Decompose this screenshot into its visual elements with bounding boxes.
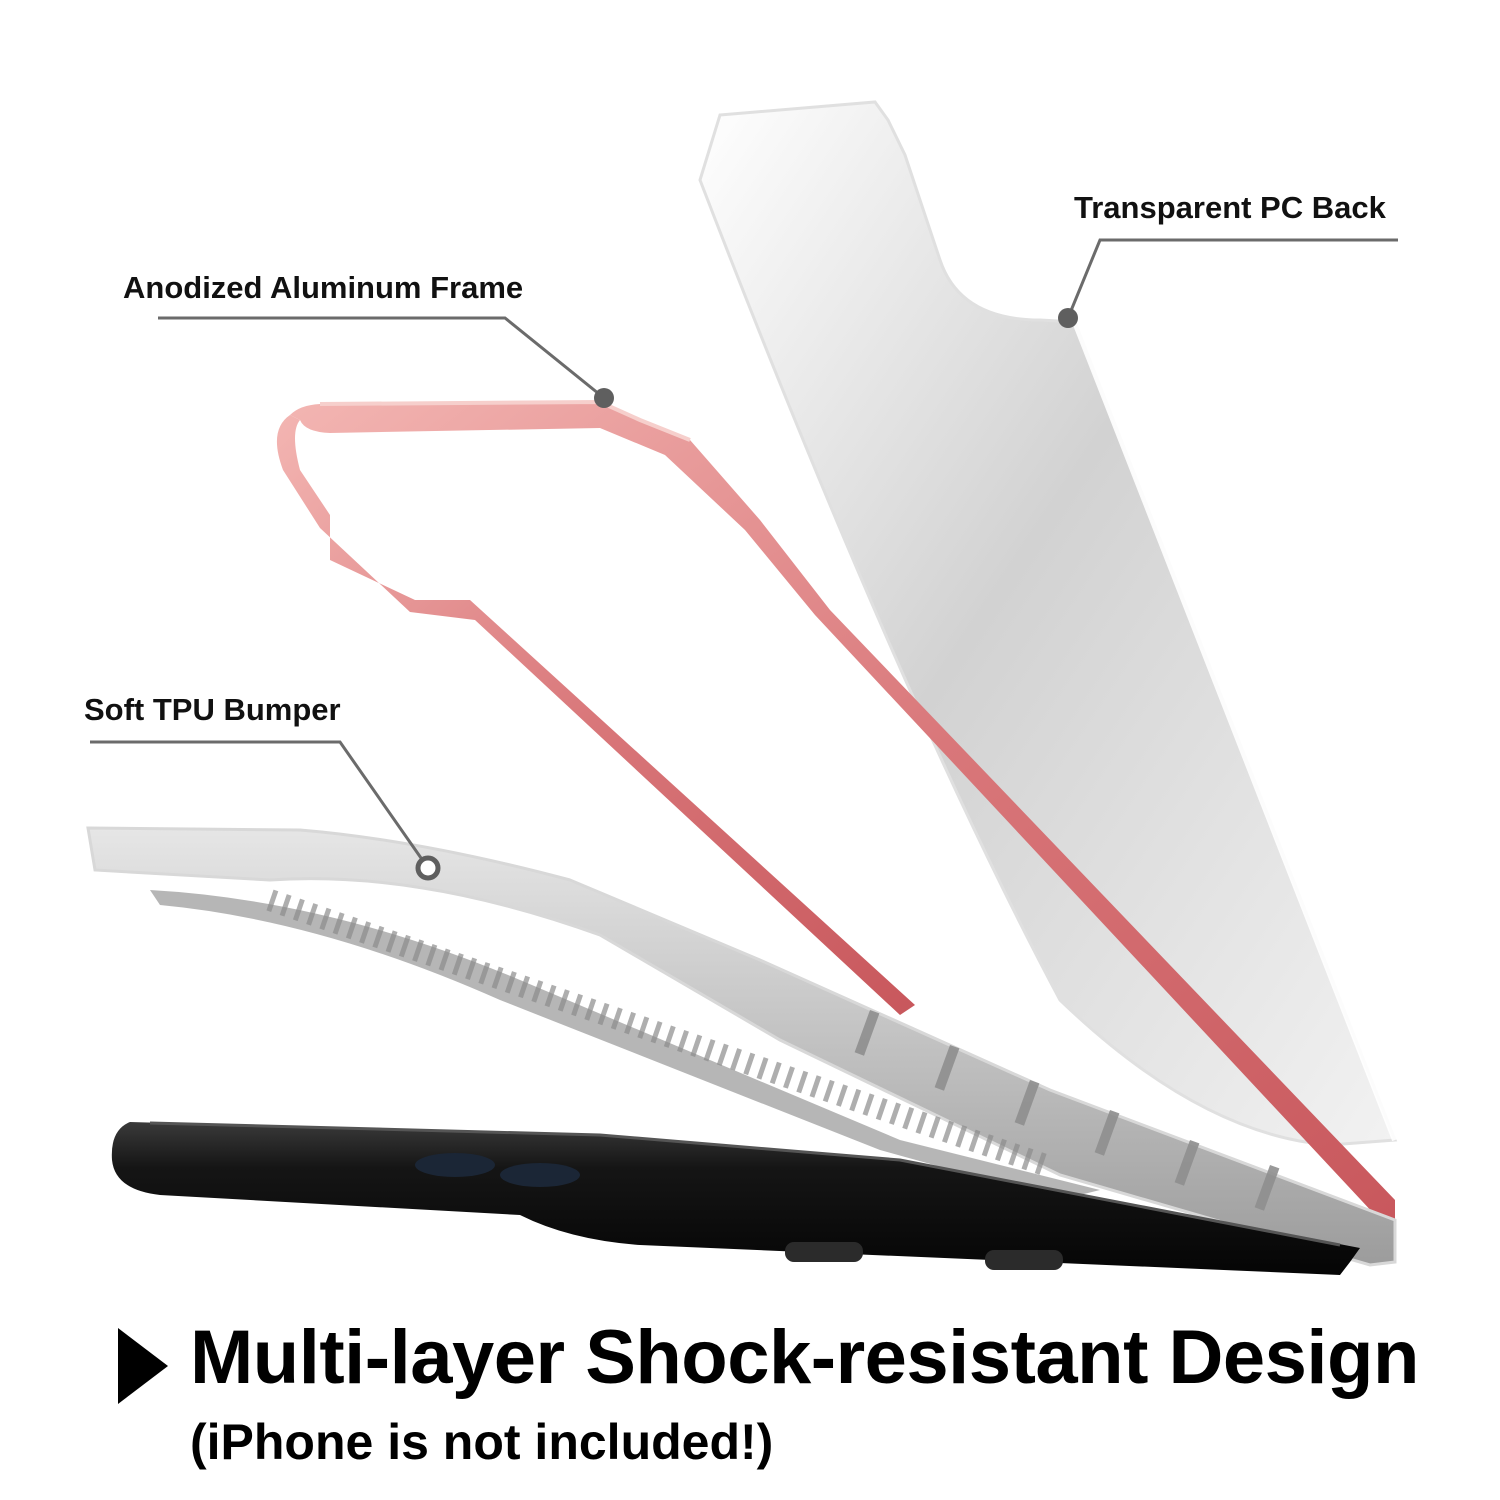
phone-body	[111, 1121, 1360, 1275]
pc-back-panel	[698, 100, 1398, 1147]
leader-lines	[90, 238, 1398, 869]
callout-dot-icon	[415, 855, 441, 881]
camera-lens-icon	[415, 1153, 495, 1177]
subline: (iPhone is not included!)	[190, 1414, 774, 1470]
aluminum-frame	[276, 399, 1395, 1240]
play-triangle-icon	[118, 1328, 168, 1404]
pc-back-label: Transparent PC Back	[1074, 190, 1386, 225]
headline: Multi-layer Shock-resistant Design	[190, 1315, 1419, 1400]
tpu-bumper-label: Soft TPU Bumper	[84, 692, 341, 727]
volume-button-icon	[785, 1242, 863, 1262]
callout-dot-icon	[594, 388, 614, 408]
aluminum-frame-label: Anodized Aluminum Frame	[123, 270, 524, 305]
callout-dot-icon	[1058, 308, 1078, 328]
